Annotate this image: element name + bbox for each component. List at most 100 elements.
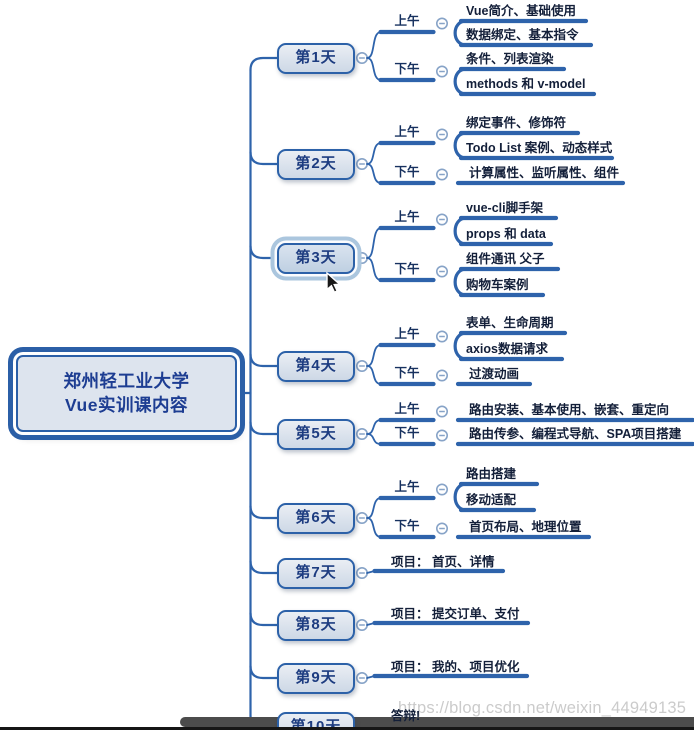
period-label[interactable]: 下午	[394, 262, 420, 276]
topic-label[interactable]: Vue简介、基础使用	[466, 4, 576, 18]
topic-label[interactable]: 过渡动画	[469, 367, 520, 381]
day-node[interactable]: 第6天	[277, 502, 355, 534]
collapse-icon[interactable]	[435, 405, 448, 418]
connector-line	[453, 331, 468, 361]
topic-label[interactable]: 路由传参、编程式导航、SPA项目搭建	[469, 427, 682, 441]
topic-label[interactable]: axios数据请求	[466, 342, 548, 356]
connector-line	[366, 57, 382, 81]
collapse-icon[interactable]	[355, 51, 368, 64]
topic-label[interactable]: 项目： 我的、项目优化	[391, 660, 520, 674]
period-label[interactable]: 下午	[394, 165, 420, 179]
connector-line	[366, 419, 382, 435]
window-bottom-edge	[0, 726, 694, 730]
topic-label[interactable]: 路由安装、基本使用、嵌套、重定向	[469, 403, 670, 417]
day-node[interactable]: 第8天	[277, 609, 355, 641]
period-label[interactable]: 上午	[394, 480, 420, 494]
collapse-icon[interactable]	[355, 671, 368, 684]
day-node[interactable]: 第2天	[277, 148, 355, 180]
day-node[interactable]: 第5天	[277, 418, 355, 450]
connector-line	[249, 352, 279, 368]
connector-line	[366, 344, 382, 367]
connector-line	[366, 433, 382, 445]
day-node[interactable]: 第1天	[277, 42, 355, 74]
connector-line	[453, 19, 468, 47]
connector-line	[366, 517, 382, 538]
topic-label[interactable]: 首页布局、地理位置	[469, 520, 582, 534]
period-label[interactable]: 上午	[394, 14, 420, 28]
topic-label[interactable]: 表单、生命周期	[466, 316, 554, 330]
topic-label[interactable]: 项目： 首页、详情	[391, 555, 495, 569]
connector-line	[366, 257, 382, 281]
collapse-icon[interactable]	[435, 369, 448, 382]
collapse-icon[interactable]	[435, 17, 448, 30]
collapse-icon[interactable]	[435, 265, 448, 278]
collapse-icon[interactable]	[435, 65, 448, 78]
period-label[interactable]: 上午	[394, 327, 420, 341]
topic-label[interactable]: 组件通讯 父子	[466, 252, 545, 266]
collapse-icon[interactable]	[355, 359, 368, 372]
topic-label[interactable]: 数据绑定、基本指令	[466, 28, 579, 42]
day-node[interactable]: 第3天	[277, 242, 355, 274]
connector-line	[366, 142, 382, 165]
period-label[interactable]: 下午	[394, 519, 420, 533]
connector-line	[366, 31, 382, 59]
period-label[interactable]: 上午	[394, 125, 420, 139]
topic-label[interactable]: props 和 data	[466, 227, 546, 241]
connector-line	[453, 216, 468, 246]
collapse-icon[interactable]	[435, 128, 448, 141]
day-node[interactable]: 第9天	[277, 662, 355, 694]
topic-label[interactable]: 项目： 提交订单、支付	[391, 607, 520, 621]
topic-label[interactable]: 移动适配	[466, 493, 517, 507]
collapse-icon[interactable]	[435, 522, 448, 535]
connector-line	[249, 504, 279, 520]
collapse-icon[interactable]	[355, 618, 368, 631]
collapse-icon[interactable]	[435, 483, 448, 496]
period-label[interactable]: 下午	[394, 426, 420, 440]
day-node[interactable]: 第7天	[277, 557, 355, 589]
collapse-icon[interactable]	[355, 158, 368, 171]
topic-label[interactable]: vue-cli脚手架	[466, 201, 544, 215]
connector-line	[249, 420, 279, 436]
collapse-icon[interactable]	[435, 330, 448, 343]
period-label[interactable]: 下午	[394, 62, 420, 76]
collapse-icon[interactable]	[355, 252, 368, 265]
connector-line	[453, 67, 468, 96]
day-node[interactable]: 第4天	[277, 350, 355, 382]
root-topic-line1: 郑州轻工业大学	[63, 371, 190, 392]
collapse-icon[interactable]	[435, 429, 448, 442]
topic-label[interactable]: methods 和 v-model	[466, 77, 586, 91]
connector-line	[249, 244, 279, 260]
connector-line	[249, 611, 279, 627]
collapse-icon[interactable]	[355, 511, 368, 524]
topic-label[interactable]: 购物车案例	[466, 278, 529, 292]
collapse-icon[interactable]	[435, 168, 448, 181]
root-topic-line2: Vue实训课内容	[65, 394, 188, 415]
period-label[interactable]: 下午	[394, 366, 420, 380]
connector-line	[453, 131, 468, 160]
topic-label[interactable]: 绑定事件、修饰符	[466, 116, 567, 130]
connector-line	[249, 664, 279, 680]
collapse-icon[interactable]	[355, 566, 368, 579]
mouse-cursor-icon	[326, 272, 342, 294]
period-label[interactable]: 上午	[394, 210, 420, 224]
root-topic-node[interactable]: 郑州轻工业大学 Vue实训课内容	[16, 355, 237, 432]
connector-line	[366, 365, 382, 385]
connector-line	[453, 267, 468, 297]
topic-label[interactable]: Todo List 案例、动态样式	[466, 141, 613, 155]
csdn-watermark: https://blog.csdn.net/weixin_44949135	[398, 699, 687, 717]
topic-label[interactable]: 条件、列表渲染	[466, 52, 554, 66]
connector-line	[249, 559, 279, 575]
collapse-icon[interactable]	[355, 427, 368, 440]
topic-label[interactable]: 答辩!	[391, 709, 421, 723]
collapse-icon[interactable]	[435, 213, 448, 226]
connector-line	[366, 227, 382, 259]
horizontal-scrollbar[interactable]	[180, 717, 694, 727]
connector-line	[249, 150, 279, 166]
connector-line	[366, 163, 382, 184]
period-label[interactable]: 上午	[394, 402, 420, 416]
topic-label[interactable]: 路由搭建	[466, 467, 517, 481]
connector-line	[366, 497, 382, 519]
topic-label[interactable]: 计算属性、监听属性、组件	[469, 166, 620, 180]
